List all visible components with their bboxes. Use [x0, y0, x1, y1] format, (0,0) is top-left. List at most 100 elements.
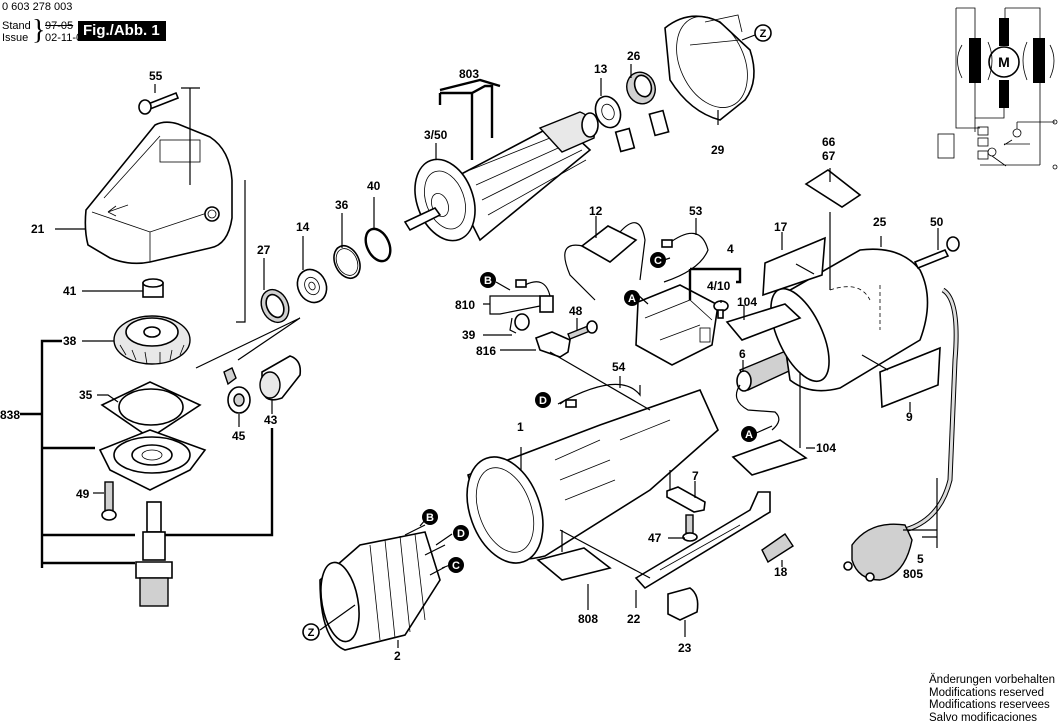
part-2-field-coil: [319, 524, 446, 651]
part-21-gear-housing: [84, 121, 233, 265]
carbon-brushes: [614, 109, 670, 153]
part-55-screw: [138, 91, 180, 115]
svg-text:B: B: [426, 512, 434, 524]
switch-assembly: [635, 284, 719, 366]
part-12-suppressor: [564, 222, 646, 301]
part-26-bearing-ring: [626, 71, 656, 105]
label-49: 49: [76, 487, 90, 501]
part-104-plate-bottom: [731, 439, 808, 476]
part-49-screw: [101, 481, 117, 521]
part-816-bracket: [534, 331, 571, 358]
part-3-50-armature: [403, 111, 599, 242]
part-14-ball-bearing: [296, 268, 328, 304]
svg-text:D: D: [457, 528, 465, 540]
part-number-labels: 55 21 41 38 838 35 49 27 14 36 40 45 43 …: [0, 49, 944, 663]
label-66: 66: [822, 135, 836, 149]
svg-text:A: A: [745, 429, 753, 441]
stand-label: Stand: [2, 20, 31, 32]
part-40-circlip: [364, 227, 392, 263]
part-5-cord-plug: [843, 287, 959, 582]
svg-text:Z: Z: [760, 28, 767, 40]
label-26: 26: [627, 49, 641, 63]
label-18: 18: [774, 565, 788, 579]
label-21: 21: [31, 222, 45, 236]
part-47-screw: [682, 514, 698, 542]
connector-D-2: D: [453, 525, 469, 541]
label-17: 17: [774, 220, 788, 234]
part-29-cover: [664, 14, 755, 121]
note-fr: Modifications reservees: [929, 699, 1050, 712]
field-coil-left: [969, 38, 981, 83]
connector-A-2: A: [741, 426, 757, 442]
label-27: 27: [257, 243, 271, 257]
label-55: 55: [149, 69, 163, 83]
motor-symbol: [988, 46, 1020, 78]
connector-B-1: B: [480, 272, 496, 288]
label-40: 40: [367, 179, 381, 193]
bearing-flange: [98, 429, 207, 491]
label-53: 53: [689, 204, 703, 218]
part-4-10-screw: [713, 300, 729, 319]
note-es: Salvo modificaciones: [929, 711, 1038, 724]
label-1: 1: [517, 420, 524, 434]
part-48-screw: [567, 320, 598, 340]
connector-B-2: B: [422, 509, 438, 525]
svg-text:Z: Z: [308, 627, 315, 639]
part-39-spring: [509, 313, 530, 334]
label-4-10: 4/10: [707, 279, 731, 293]
label-6: 6: [739, 347, 746, 361]
connector-C-1: C: [650, 252, 666, 268]
label-7: 7: [692, 469, 699, 483]
part-9-plate: [879, 346, 941, 409]
label-816: 816: [476, 344, 496, 358]
connector-A-1: A: [624, 290, 640, 306]
issue-label: Issue: [2, 32, 29, 44]
label-45: 45: [232, 429, 246, 443]
label-23: 23: [678, 641, 692, 655]
part-36-washer: [333, 244, 361, 280]
part-810-brush-holder: [515, 279, 554, 313]
label-3-50: 3/50: [424, 128, 448, 142]
current-date: 02-11-04: [45, 32, 89, 44]
brace-symbol: }: [32, 15, 46, 46]
label-54: 54: [612, 360, 626, 374]
label-9: 9: [906, 410, 913, 424]
field-coil-right: [1033, 38, 1045, 83]
part-23-switch-knob: [667, 587, 699, 621]
connector-Z-2: Z: [302, 623, 320, 641]
part-7-clamp: [666, 486, 706, 513]
label-14: 14: [296, 220, 310, 234]
modification-notes: Änderungen vorbehalten Modifications res…: [929, 674, 1055, 724]
label-48: 48: [569, 304, 583, 318]
svg-text:A: A: [628, 293, 636, 305]
label-43: 43: [264, 413, 278, 427]
label-50: 50: [930, 215, 944, 229]
part-17-plate: [762, 236, 826, 297]
part-38-bevel-gear: [113, 315, 191, 365]
note-de: Änderungen vorbehalten: [929, 674, 1055, 686]
part-18-spring: [761, 533, 794, 564]
label-803: 803: [459, 67, 479, 81]
part-41-needle-bush: [142, 278, 164, 298]
svg-text:C: C: [452, 560, 460, 572]
label-39: 39: [462, 328, 476, 342]
label-808: 808: [578, 612, 598, 626]
part-43-pinion: [259, 355, 302, 401]
label-5: 5: [917, 552, 924, 566]
connector-D-1: D: [535, 392, 551, 408]
label-36: 36: [335, 198, 349, 212]
svg-text:D: D: [539, 395, 547, 407]
part-22-slide: [634, 491, 771, 590]
spindle: [135, 501, 173, 607]
connector-Z-1: Z: [754, 24, 772, 42]
label-22: 22: [627, 612, 641, 626]
part-54-cable: [557, 383, 641, 408]
label-104-top: 104: [737, 295, 757, 309]
part-104-plate-top: [725, 303, 802, 341]
part-25-motor-housing: [770, 236, 960, 392]
part-808-plate: [536, 547, 612, 581]
label-25: 25: [873, 215, 887, 229]
superseded-date: 97-05: [45, 20, 74, 32]
part-1-housing: [466, 389, 719, 564]
